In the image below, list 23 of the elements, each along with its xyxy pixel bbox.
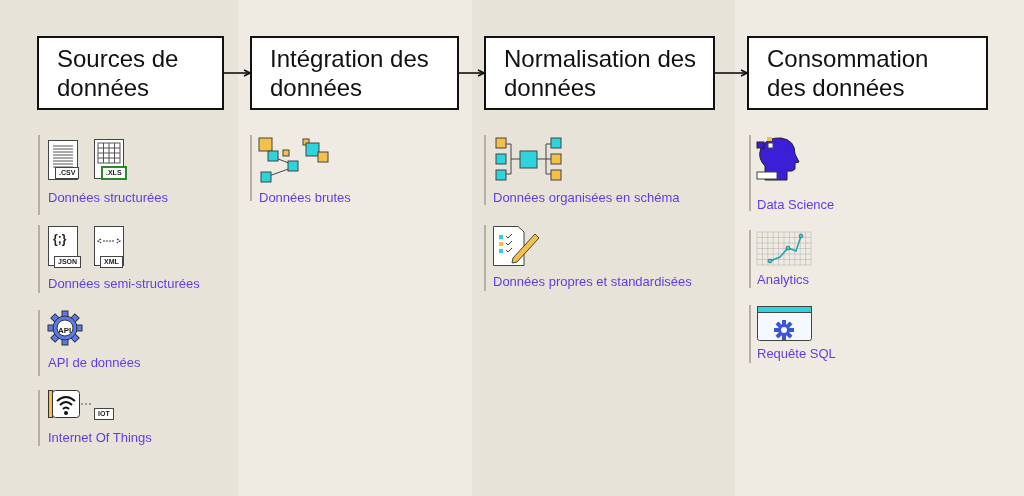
box-title: Consommation des données: [767, 44, 930, 102]
process-box: [484, 36, 715, 110]
item-label: Données semi-structurées: [48, 276, 200, 292]
box-title: Normalisation des données: [504, 44, 698, 102]
code-symbol: {;}: [53, 232, 67, 246]
item-label: Données brutes: [259, 190, 351, 206]
item-label: Data Science: [757, 197, 835, 213]
item-label: API de données: [48, 355, 141, 371]
item-label: Internet Of Things: [48, 430, 152, 446]
box-title: Sources de données: [57, 44, 180, 102]
box-title: Intégration des données: [270, 44, 430, 102]
api-label: API: [58, 325, 72, 337]
item-label: Requête SQL: [757, 346, 836, 362]
item-label: Données structurées: [48, 190, 168, 206]
process-box: [250, 36, 459, 110]
item-label: Données propres et standardisées: [493, 274, 692, 290]
item-label: Analytics: [757, 272, 810, 288]
arrow: [458, 69, 485, 77]
process-box: [747, 36, 988, 110]
arrow: [223, 69, 251, 77]
item-label: Données organisées en schéma: [493, 190, 680, 206]
arrow: [714, 69, 748, 77]
process-box: [37, 36, 224, 110]
